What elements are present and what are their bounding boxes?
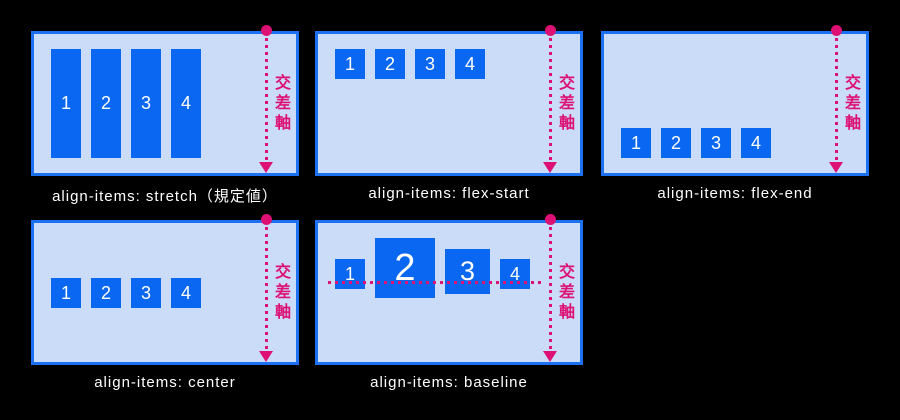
panel-align-items-flex-end: 1 2 3 4 交差軸 align-items: flex-end	[601, 25, 869, 202]
cross-axis-label: 交差軸	[556, 73, 573, 134]
flex-item: 2	[91, 277, 121, 308]
flex-container-baseline: 1 2 3 4 交差軸	[315, 214, 583, 365]
panel-align-items-stretch: 1 2 3 4 交差軸 align-items: stretch（規定値）	[31, 25, 299, 206]
panel-caption: align-items: flex-end	[657, 185, 813, 202]
cross-axis-dotted-line	[265, 227, 268, 349]
cross-axis-dotted-line	[549, 38, 552, 160]
flex-container-flex-start: 1 2 3 4 交差軸	[315, 25, 583, 176]
flex-container-stretch: 1 2 3 4 交差軸	[31, 25, 299, 176]
flex-item: 1	[51, 49, 81, 158]
flex-item: 1	[335, 259, 365, 289]
flex-item: 2	[375, 238, 435, 298]
cross-axis-dotted-line	[265, 38, 268, 160]
flex-item: 4	[741, 128, 771, 158]
panel-align-items-flex-start: 1 2 3 4 交差軸 align-items: flex-start	[315, 25, 583, 202]
flex-item: 3	[131, 277, 161, 308]
cross-axis-label: 交差軸	[272, 73, 289, 134]
flex-item: 4	[171, 49, 201, 158]
cross-axis-start-dot	[261, 25, 272, 36]
cross-axis-arrow-down-icon	[543, 162, 557, 173]
flex-item: 3	[701, 128, 731, 158]
cross-axis-arrow-down-icon	[829, 162, 843, 173]
flex-item: 4	[500, 259, 530, 289]
flex-container-center: 1 2 3 4 交差軸	[31, 214, 299, 365]
flex-item: 2	[375, 49, 405, 79]
flex-item: 2	[91, 49, 121, 158]
flex-item: 4	[171, 277, 201, 308]
cross-axis-start-dot	[831, 25, 842, 36]
flex-item: 3	[445, 249, 490, 294]
cross-axis-arrow-down-icon	[543, 351, 557, 362]
flex-item: 3	[415, 49, 445, 79]
cross-axis-label: 交差軸	[842, 73, 859, 134]
panel-caption: align-items: flex-start	[368, 185, 530, 202]
cross-axis-start-dot	[545, 214, 556, 225]
cross-axis-start-dot	[545, 25, 556, 36]
flex-container-flex-end: 1 2 3 4 交差軸	[601, 25, 869, 176]
flex-item: 1	[621, 128, 651, 158]
cross-axis-label: 交差軸	[272, 262, 289, 323]
baseline-dotted-line	[328, 281, 544, 284]
cross-axis-start-dot	[261, 214, 272, 225]
panel-align-items-baseline: 1 2 3 4 交差軸 align-items: baseline	[315, 214, 583, 391]
cross-axis-label: 交差軸	[556, 262, 573, 323]
panel-align-items-center: 1 2 3 4 交差軸 align-items: center	[31, 214, 299, 391]
cross-axis-dotted-line	[549, 227, 552, 349]
cross-axis-arrow-down-icon	[259, 351, 273, 362]
panel-caption: align-items: baseline	[370, 374, 528, 391]
flex-item: 1	[335, 49, 365, 79]
panel-caption: align-items: stretch（規定値）	[52, 188, 278, 205]
cross-axis-arrow-down-icon	[259, 162, 273, 173]
cross-axis-dotted-line	[835, 38, 838, 160]
flex-item: 1	[51, 277, 81, 308]
flex-item: 3	[131, 49, 161, 158]
panel-caption: align-items: center	[94, 374, 236, 391]
flex-item: 4	[455, 49, 485, 79]
flex-item: 2	[661, 128, 691, 158]
